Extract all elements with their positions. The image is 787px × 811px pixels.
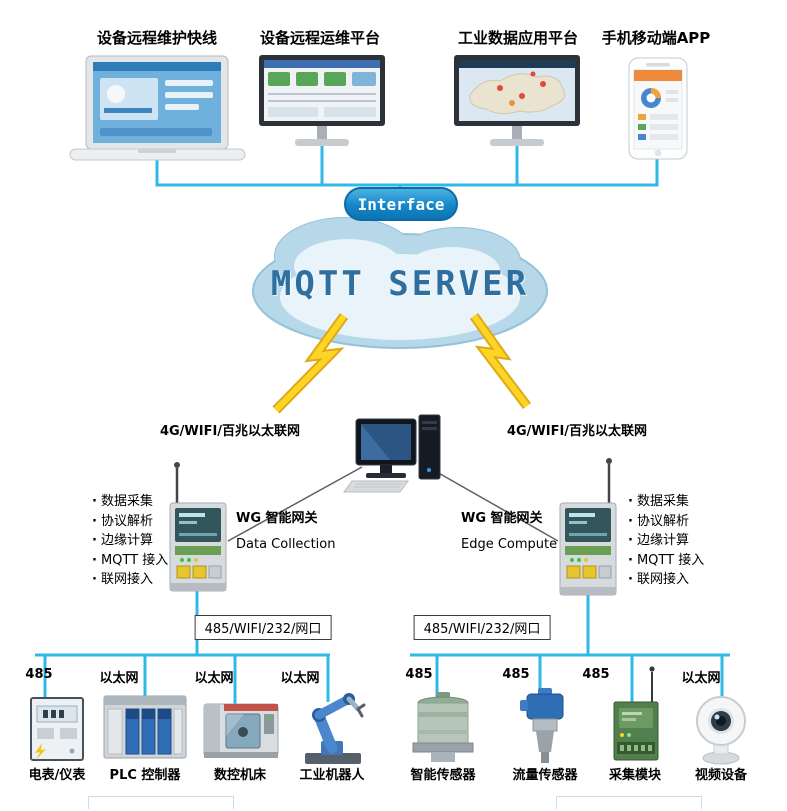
conn-label: 485 [582, 667, 610, 682]
server-computer-illustration [343, 414, 441, 493]
device-label-flow-sensor: 流量传感器 [512, 768, 578, 783]
flow-sensor-illustration [520, 688, 564, 763]
feature-item: 边缘计算 [92, 531, 168, 551]
conn-label: 以太网 [194, 671, 234, 686]
plc-illustration [103, 695, 187, 759]
gateway-right-features: 数据采集 协议解析 边缘计算 MQTT 接入 联网接入 [628, 492, 704, 590]
bus-label-left: 485/WIFI/232/网口 [194, 615, 332, 640]
feature-item: 协议解析 [92, 512, 168, 532]
label-industrial-data-platform: 工业数据应用平台 [457, 29, 579, 47]
industrial-robot-illustration [305, 693, 366, 764]
laptop-illustration [69, 55, 246, 161]
feature-item: 联网接入 [92, 570, 168, 590]
lightning-bolt-right [469, 313, 531, 410]
gateway-left-name: WG 智能网关 [236, 511, 318, 526]
device-label-cnc: 数控机床 [213, 768, 267, 783]
ops-platform-monitor-illustration [259, 55, 385, 146]
bus-label-right: 485/WIFI/232/网口 [413, 615, 551, 640]
meter-illustration [30, 697, 84, 761]
gateway-right-name: WG 智能网关 [461, 511, 543, 526]
conn-label: 以太网 [99, 671, 139, 686]
conn-label: 485 [502, 667, 530, 682]
device-label-video: 视频设备 [694, 768, 748, 783]
video-camera-illustration [696, 696, 746, 765]
label-mobile-app: 手机移动端APP [601, 29, 711, 47]
lightning-bolt-left [272, 313, 349, 414]
link-label-right: 4G/WIFI/百兆以太联网 [506, 424, 648, 439]
device-label-collector-module: 采集模块 [608, 768, 662, 783]
feature-item: MQTT 接入 [628, 551, 704, 571]
data-platform-monitor-illustration [454, 55, 580, 146]
interface-label: Interface [357, 194, 445, 214]
feature-item: 联网接入 [628, 570, 704, 590]
feature-item: 协议解析 [628, 512, 704, 532]
gateway-right-illustration [559, 458, 617, 596]
feature-item: 数据采集 [92, 492, 168, 512]
conn-label: 485 [25, 667, 53, 682]
gateway-left-features: 数据采集 协议解析 边缘计算 MQTT 接入 联网接入 [92, 492, 168, 590]
label-remote-ops-platform: 设备远程运维平台 [259, 29, 381, 47]
device-label-robot: 工业机器人 [299, 768, 365, 783]
interface-node: Interface [344, 187, 458, 221]
mqtt-server-label: MQTT SERVER [270, 264, 530, 304]
feature-item: 边缘计算 [628, 531, 704, 551]
label-remote-maintenance-line: 设备远程维护快线 [96, 29, 218, 47]
grid-artifact [88, 796, 234, 809]
device-label-meter: 电表/仪表 [28, 768, 86, 783]
gateway-left-illustration [169, 462, 227, 592]
collector-module-illustration [613, 666, 659, 761]
conn-label: 485 [405, 667, 433, 682]
gateway-left-role: Data Collection [236, 537, 336, 552]
computer-gateway-links [227, 466, 559, 542]
conn-label: 以太网 [280, 671, 320, 686]
conn-label: 以太网 [681, 671, 721, 686]
device-label-plc: PLC 控制器 [109, 768, 181, 783]
grid-artifact [556, 796, 702, 809]
cnc-machine-illustration [203, 703, 279, 758]
smart-sensor-illustration [412, 692, 474, 762]
device-label-smart-sensor: 智能传感器 [410, 768, 476, 783]
feature-item: MQTT 接入 [92, 551, 168, 571]
feature-item: 数据采集 [628, 492, 704, 512]
phone-illustration [628, 57, 688, 160]
link-label-left: 4G/WIFI/百兆以太联网 [159, 424, 301, 439]
gateway-right-role: Edge Compute [461, 537, 558, 552]
